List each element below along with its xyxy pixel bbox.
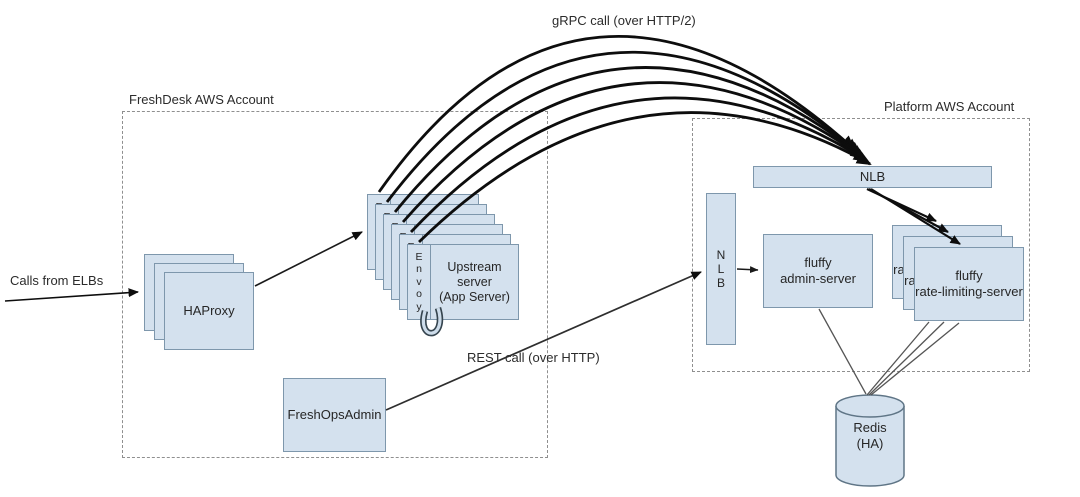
platform-account-title: Platform AWS Account xyxy=(884,99,1015,114)
freshopsadmin-box: FreshOpsAdmin xyxy=(283,378,386,452)
calls-from-elbs-label: Calls from ELBs xyxy=(10,273,104,288)
fluffy-admin-server-box: fluffy admin-server xyxy=(763,234,873,308)
calls-from-elbs-arrow xyxy=(4,288,139,302)
redis-label: Redis (HA) xyxy=(853,420,887,451)
freshopsadmin-label: FreshOpsAdmin xyxy=(287,407,382,422)
freshdesk-account-title: FreshDesk AWS Account xyxy=(129,92,274,107)
nlb-bar: NLB xyxy=(753,166,992,188)
nlb-bar-label: NLB xyxy=(859,169,886,184)
grpc-call-label: gRPC call (over HTTP/2) xyxy=(552,13,696,28)
nlb-vertical-box: N L B xyxy=(706,193,736,345)
rest-call-label: REST call (over HTTP) xyxy=(467,350,600,365)
haproxy-box-front: HAProxy xyxy=(164,272,254,350)
haproxy-label: HAProxy xyxy=(183,303,235,318)
upstream-server-box: Upstream server (App Server) xyxy=(430,244,519,320)
nlb-vertical-label: N L B xyxy=(716,248,726,290)
fluffy-ratelimit-box-front: fluffy rate-limiting-server xyxy=(914,247,1024,321)
